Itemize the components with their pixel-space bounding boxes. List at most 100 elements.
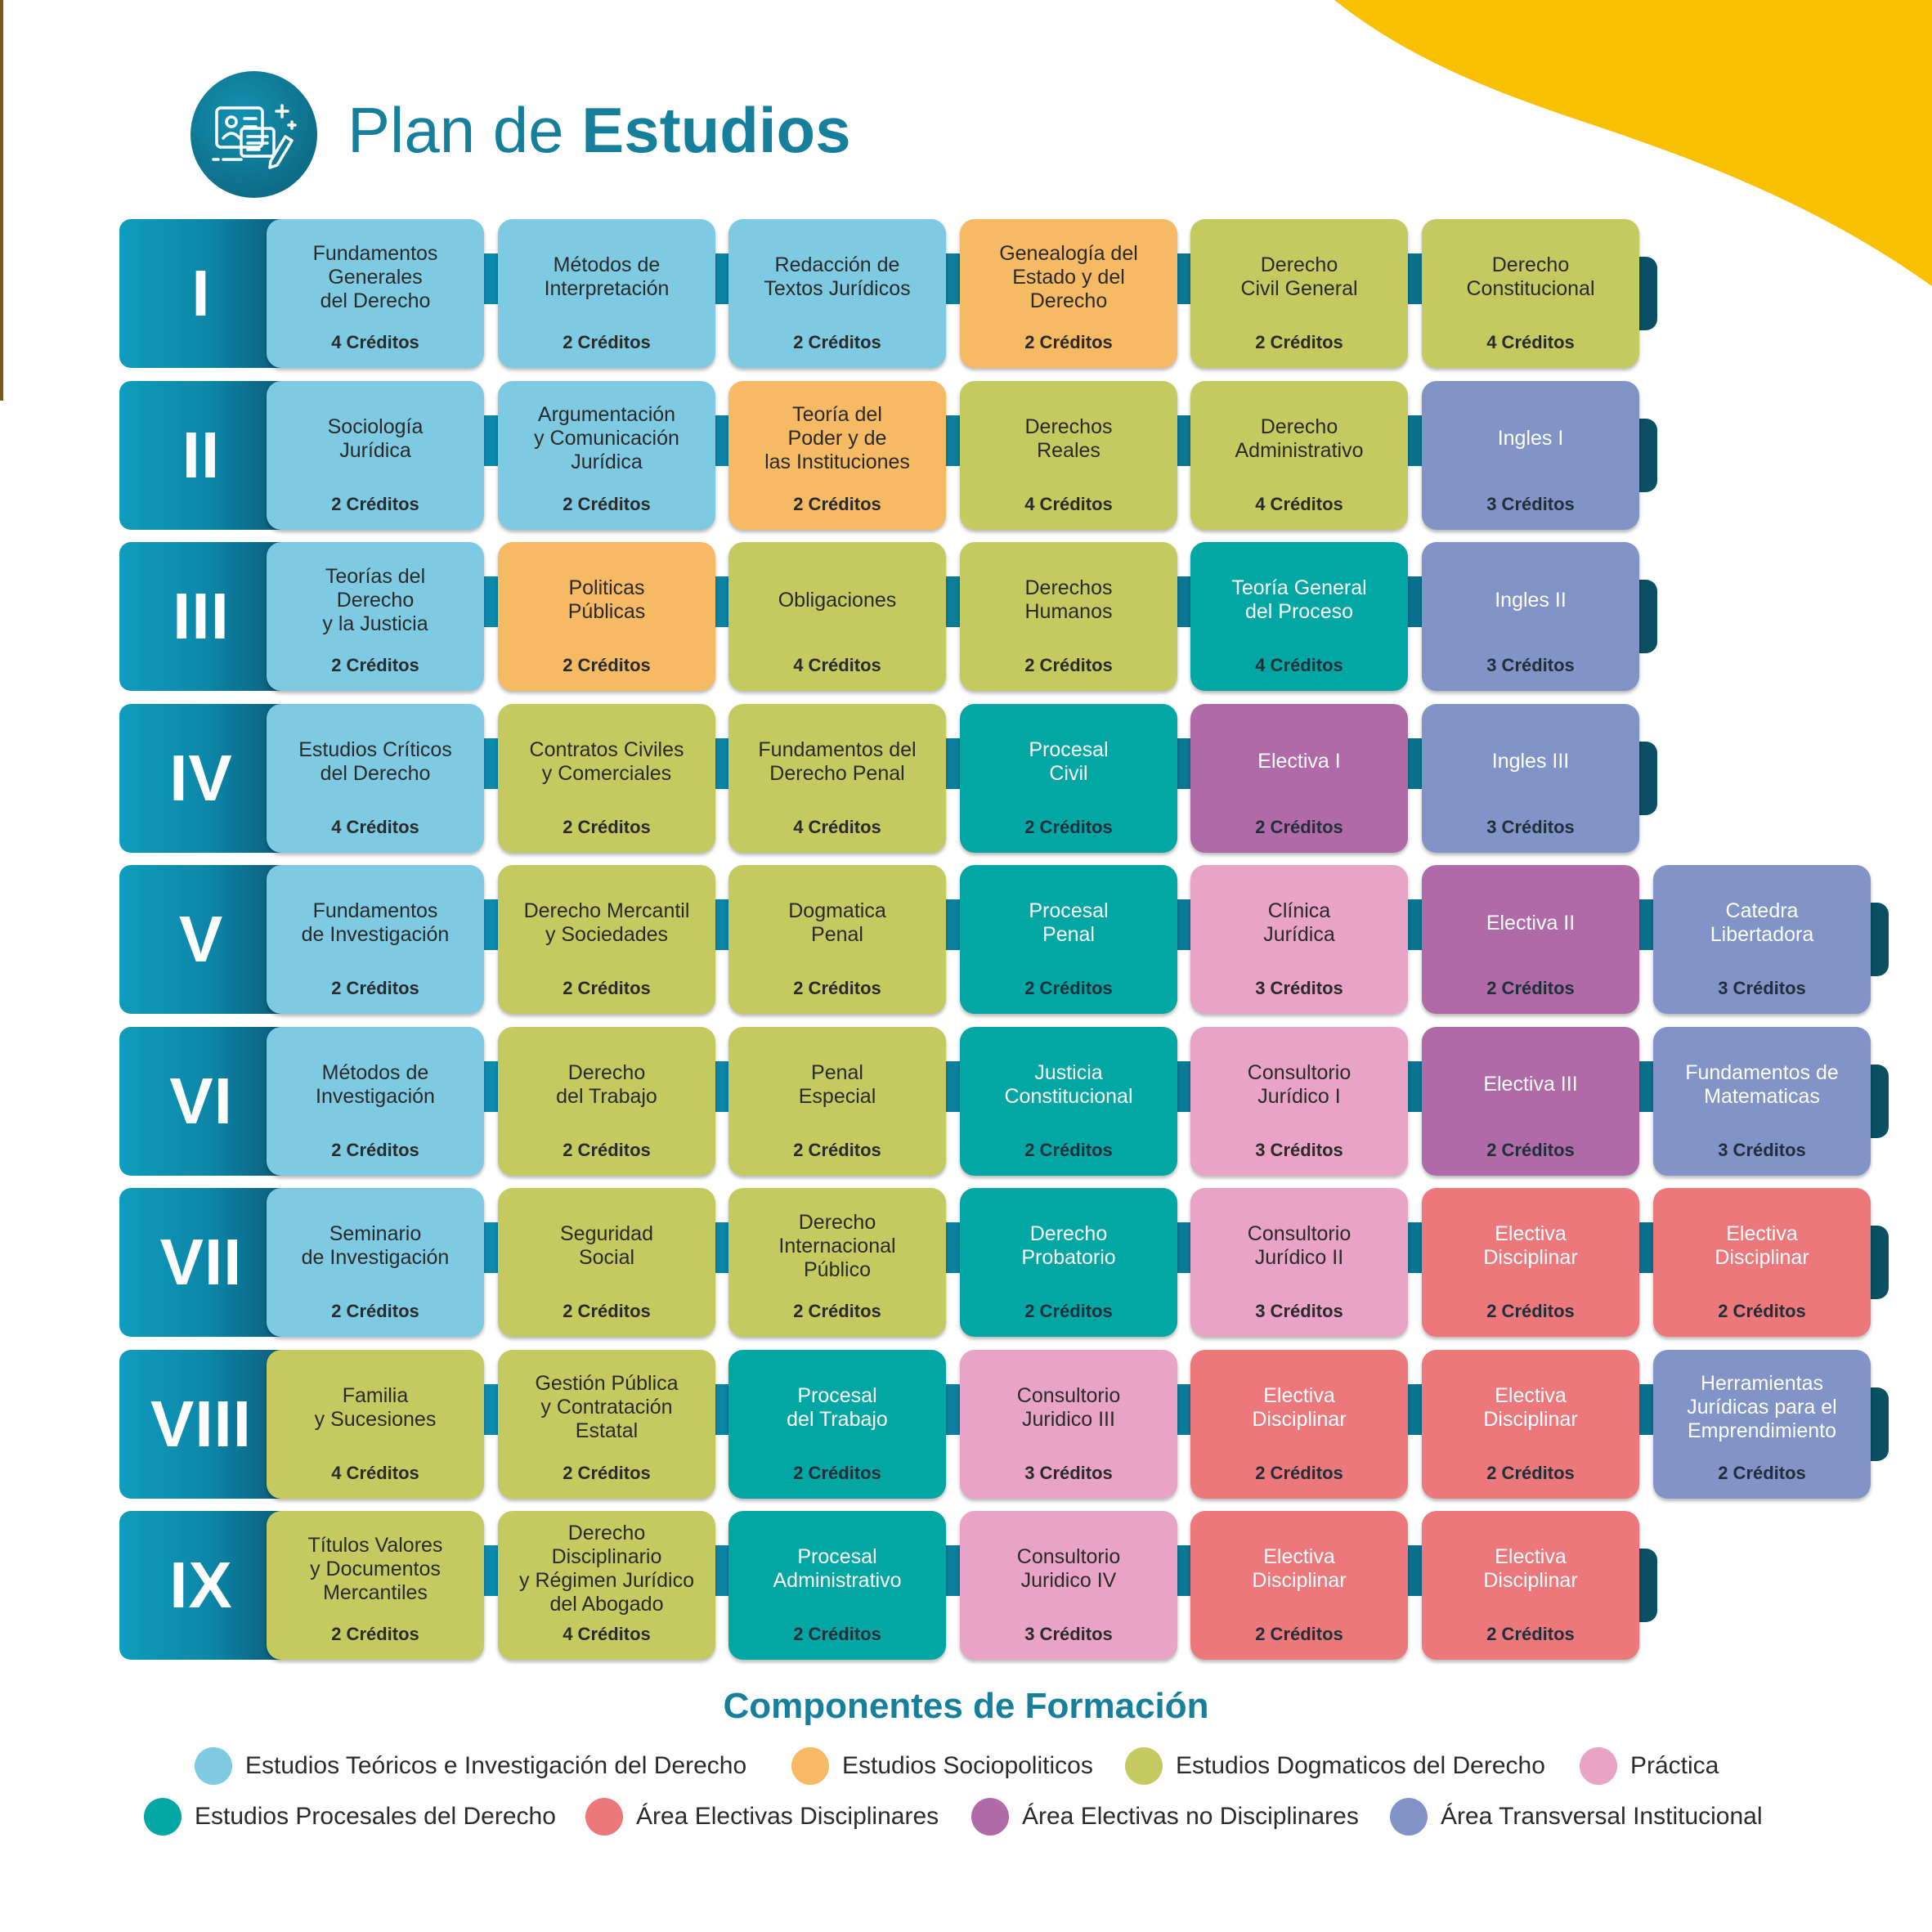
course-credits: 2 Créditos bbox=[1718, 1462, 1806, 1483]
semester-label-viii: VIII bbox=[119, 1349, 283, 1499]
course-name: Ingles II bbox=[1495, 588, 1567, 612]
semester-label-vi: VI bbox=[119, 1026, 283, 1176]
semester-numeral: VIII bbox=[150, 1387, 253, 1460]
course-name: Argumentación y Comunicación Jurídica bbox=[534, 403, 679, 473]
course-card[interactable]: Obligaciones 4 Créditos bbox=[728, 542, 946, 691]
course-name: Clínica Jurídica bbox=[1263, 899, 1335, 946]
course-credits: 2 Créditos bbox=[563, 332, 651, 352]
course-name: Derecho Constitucional bbox=[1466, 253, 1595, 300]
course-name: Fundamentos de Matematicas bbox=[1685, 1060, 1839, 1108]
legend-label: Área Transversal Institucional bbox=[1441, 1803, 1763, 1830]
course-name: Obligaciones bbox=[778, 588, 897, 612]
course-card[interactable]: Fundamentos de Matematicas 3 Créditos bbox=[1653, 1026, 1871, 1176]
semester-numeral: IX bbox=[169, 1549, 233, 1621]
semester-label-v: V bbox=[119, 865, 283, 1014]
course-credits: 4 Créditos bbox=[793, 655, 881, 675]
course-credits: 2 Créditos bbox=[1486, 978, 1575, 998]
course-credits: 4 Créditos bbox=[1486, 332, 1575, 352]
legend-color-dot bbox=[1580, 1747, 1617, 1785]
course-credits: 2 Créditos bbox=[331, 655, 419, 675]
course-credits: 2 Créditos bbox=[1255, 816, 1343, 837]
semester-label-ix: IX bbox=[119, 1511, 283, 1660]
course-card[interactable]: Derecho Disciplinario y Régimen Jurídico… bbox=[498, 1511, 715, 1660]
course-credits: 2 Créditos bbox=[1255, 1624, 1343, 1644]
course-name: Electiva Disciplinar bbox=[1483, 1383, 1578, 1431]
course-credits: 3 Créditos bbox=[1486, 493, 1575, 514]
course-credits: 4 Créditos bbox=[793, 816, 881, 837]
course-card[interactable]: Herramientas Jurídicas para el Emprendim… bbox=[1653, 1349, 1871, 1499]
course-name: Electiva Disciplinar bbox=[1483, 1222, 1578, 1269]
course-credits: 2 Créditos bbox=[793, 978, 881, 998]
course-name: Títulos Valores y Documentos Mercantiles bbox=[307, 1533, 443, 1604]
course-card[interactable]: Derecho Constitucional 4 Créditos bbox=[1422, 219, 1639, 368]
course-name: Ingles III bbox=[1491, 750, 1570, 773]
course-name: Procesal Administrativo bbox=[773, 1545, 902, 1592]
course-credits: 4 Créditos bbox=[331, 332, 419, 352]
course-name: Catedra Libertadora bbox=[1710, 899, 1814, 946]
course-name: Derecho Administrativo bbox=[1235, 415, 1364, 462]
semester-numeral: IV bbox=[169, 741, 233, 814]
course-credits: 2 Créditos bbox=[563, 1139, 651, 1160]
course-credits: 3 Créditos bbox=[1718, 1139, 1806, 1160]
course-name: Sociología Jurídica bbox=[327, 415, 424, 462]
course-name: Derechos Humanos bbox=[1024, 576, 1113, 623]
course-credits: 4 Créditos bbox=[331, 816, 419, 837]
course-credits: 2 Créditos bbox=[793, 1301, 881, 1321]
course-credits: 2 Créditos bbox=[793, 493, 881, 514]
course-card[interactable]: Títulos Valores y Documentos Mercantiles… bbox=[267, 1511, 484, 1660]
course-name: Electiva III bbox=[1483, 1073, 1578, 1096]
